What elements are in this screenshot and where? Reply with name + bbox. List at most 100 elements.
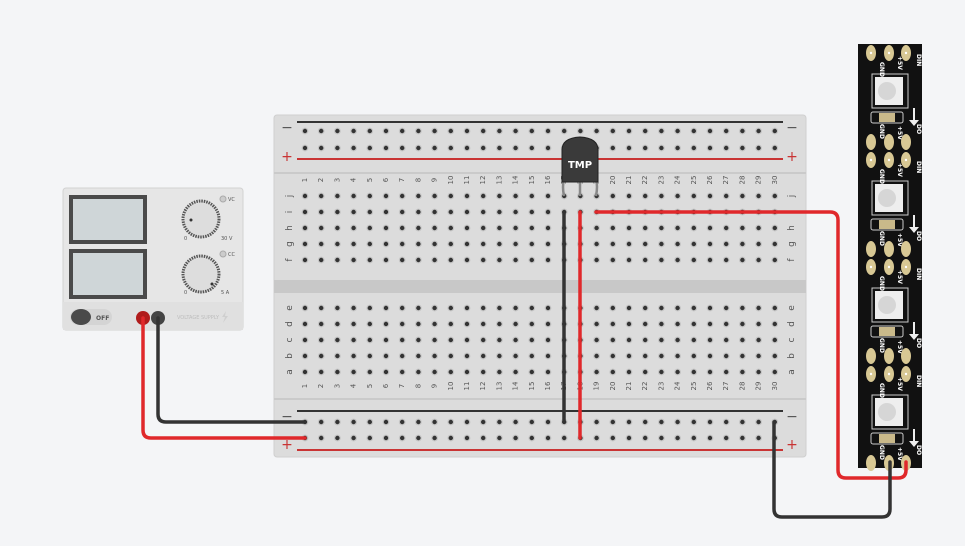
current-knob[interactable] <box>181 254 221 294</box>
hole-center <box>335 193 340 199</box>
hole-center <box>610 241 615 247</box>
hole-center <box>675 305 680 311</box>
hole-center <box>545 435 551 441</box>
hole-center <box>383 241 389 247</box>
solder-pad[interactable] <box>866 241 876 257</box>
hole-center <box>691 321 696 327</box>
hole-center <box>497 257 502 263</box>
hole-center <box>610 305 615 311</box>
hole-center <box>416 321 421 327</box>
hole-center <box>416 241 421 247</box>
hole-center <box>481 369 486 375</box>
temperature-sensor[interactable]: TMP <box>561 136 599 197</box>
hole-center <box>756 369 761 375</box>
hole-center <box>675 257 680 263</box>
hole-center <box>319 435 324 441</box>
solder-pad[interactable] <box>884 241 894 257</box>
column-label: 2 <box>317 384 325 388</box>
hole-center <box>545 209 551 215</box>
hole-center <box>432 145 437 151</box>
hole-center <box>724 337 729 343</box>
breadboard[interactable]: − + − + − + − + 112233445566778899101011… <box>273 114 807 458</box>
column-label: 13 <box>495 382 503 391</box>
led-lens <box>878 82 896 100</box>
din-label: DIN <box>915 375 922 387</box>
hole-center <box>610 321 615 327</box>
hole-center <box>594 257 599 263</box>
hole-center <box>335 241 340 247</box>
column-label: 3 <box>333 178 341 182</box>
hole-center <box>400 419 405 425</box>
hole-center <box>675 241 680 247</box>
hole-center <box>481 145 486 151</box>
solder-pad[interactable] <box>884 348 894 364</box>
hole-center <box>513 257 518 263</box>
hole-center <box>513 193 518 199</box>
v-min-label: 0 <box>184 236 187 242</box>
power-supply[interactable]: VC CC 0 30 V 0 5 A OFF VOLTAGE SUPPLY <box>62 187 244 331</box>
hole-center <box>610 337 615 343</box>
hole-center <box>659 225 664 231</box>
solder-pad[interactable] <box>884 134 894 150</box>
hole-center <box>319 369 324 375</box>
wire-data-to-din[interactable] <box>594 210 908 480</box>
solder-pad[interactable] <box>901 134 911 150</box>
column-label: 7 <box>398 384 406 388</box>
pad-hole <box>887 158 891 162</box>
hole-center <box>545 321 551 327</box>
hole-center <box>513 435 518 441</box>
hole-center <box>675 337 680 343</box>
hole-center <box>497 435 502 441</box>
solder-pad[interactable] <box>866 134 876 150</box>
hole-center <box>659 435 664 441</box>
wire-strip-gnd[interactable] <box>772 420 892 519</box>
hole-center <box>416 225 421 231</box>
hole-center <box>529 257 534 263</box>
do-label: DO <box>915 445 922 455</box>
hole-center <box>383 435 389 441</box>
solder-pad[interactable] <box>866 455 876 471</box>
hole-center <box>416 257 421 263</box>
hole-center <box>545 337 551 343</box>
hole-center <box>335 435 340 441</box>
hole-center <box>432 305 437 311</box>
hole-center <box>481 241 486 247</box>
hole-center <box>643 321 648 327</box>
hole-center <box>643 225 648 231</box>
solder-pad[interactable] <box>866 348 876 364</box>
hole-center <box>335 337 340 343</box>
din-label: DIN <box>915 268 922 280</box>
solder-pad[interactable] <box>901 241 911 257</box>
hole-center <box>626 353 632 359</box>
led-strip[interactable]: DIN+5VGNDDO+5VGNDDIN+5VGNDDO+5VGNDDIN+5V… <box>858 44 922 471</box>
voltage-knob[interactable] <box>181 199 221 239</box>
arrow-down-icon <box>909 215 919 233</box>
led-lens <box>878 403 896 421</box>
hole-center <box>691 225 696 231</box>
hole-center <box>691 305 696 311</box>
wire-supply-negative[interactable] <box>156 316 307 424</box>
hole-center <box>675 145 680 151</box>
hole-center <box>772 241 777 247</box>
column-label: 26 <box>706 381 714 390</box>
hole-center <box>448 435 453 441</box>
row-label: a <box>787 369 797 375</box>
hole-center <box>367 337 372 343</box>
do-label: DO <box>915 231 922 241</box>
row-label: a <box>285 369 295 375</box>
hole-center <box>335 305 340 311</box>
hole-center <box>675 419 680 425</box>
v5-label: +5V <box>896 340 903 354</box>
row-label: f <box>285 258 295 262</box>
row-label: e <box>285 305 295 311</box>
hole-center <box>529 305 534 311</box>
solder-pad[interactable] <box>901 348 911 364</box>
hole-center <box>529 337 534 343</box>
hole-center <box>707 321 713 327</box>
wire-supply-positive[interactable] <box>141 316 307 440</box>
hole-center <box>659 193 664 199</box>
rail-minus-label: − <box>786 409 798 425</box>
resistor-body <box>879 434 895 443</box>
column-label: 9 <box>431 178 439 182</box>
